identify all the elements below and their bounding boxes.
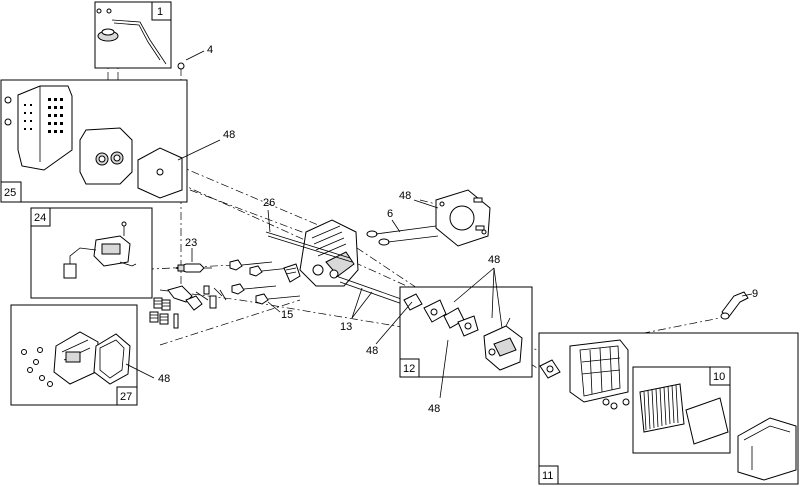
callout-23: 23 bbox=[185, 237, 197, 249]
breather-tube bbox=[111, 19, 167, 65]
breather-cap-icon bbox=[97, 28, 119, 42]
box-11-label: 11 bbox=[542, 470, 553, 482]
muffler-body-icon bbox=[79, 127, 133, 185]
callout-9: 9 bbox=[752, 288, 758, 300]
callout-13: 13 bbox=[340, 321, 352, 333]
callout-6: 6 bbox=[387, 208, 393, 220]
box-25-muffler: 25 bbox=[0, 79, 235, 203]
valve-train-parts bbox=[149, 285, 227, 329]
screw-icon bbox=[4, 96, 12, 126]
box-24-ignition-coil: 24 bbox=[30, 207, 153, 299]
box-11-air-cleaner: 11 10 bbox=[538, 332, 799, 485]
callout-48-carb: 48 bbox=[488, 254, 500, 266]
callout-48-head: 48 bbox=[399, 190, 411, 202]
box-12-label: 12 bbox=[403, 363, 415, 375]
callout-48-cover: 48 bbox=[158, 373, 170, 385]
callout-4: 4 bbox=[207, 44, 213, 56]
air-cleaner-cover-icon bbox=[737, 417, 797, 481]
box-27-label: 27 bbox=[120, 391, 132, 403]
pre-cleaner-icon bbox=[685, 397, 729, 445]
carburetor-icon bbox=[483, 317, 523, 371]
valve-cover-icon bbox=[53, 331, 99, 385]
screw-icon bbox=[96, 8, 112, 14]
callout-15: 15 bbox=[281, 309, 293, 321]
callout-48-left: 48 bbox=[366, 345, 378, 357]
box-12-carburetor: 12 bbox=[399, 286, 533, 378]
box-24-label: 24 bbox=[34, 212, 46, 224]
box-10-label: 10 bbox=[713, 371, 725, 383]
ignition-coil-icon bbox=[63, 221, 137, 279]
callout-48-muffler: 48 bbox=[223, 129, 235, 141]
callout-26: 26 bbox=[263, 197, 275, 209]
box-1-label: 1 bbox=[157, 6, 163, 18]
breather-hose-icon bbox=[720, 291, 749, 320]
push-rod-icon bbox=[265, 231, 409, 307]
dowel-pin-icon bbox=[473, 197, 485, 231]
bolt-icon bbox=[229, 259, 301, 305]
bolt-icon bbox=[21, 347, 53, 387]
cylinder-head-icon bbox=[283, 219, 359, 287]
box-25-label: 25 bbox=[4, 187, 16, 199]
box-1-breather: 1 4 bbox=[94, 1, 213, 70]
muffler-heat-shield-icon bbox=[17, 85, 73, 171]
air-cleaner-gasket-icon bbox=[539, 359, 561, 379]
head-gasket-icon bbox=[435, 189, 491, 247]
air-filter-element-icon bbox=[639, 383, 685, 433]
spring-icon bbox=[149, 297, 171, 325]
callout-48-bottom: 48 bbox=[428, 403, 440, 415]
box-27-valve-cover: 27 48 bbox=[10, 304, 170, 406]
grommet-icon bbox=[177, 62, 185, 70]
air-cleaner-base-icon bbox=[569, 339, 630, 410]
spark-plug-icon bbox=[174, 263, 212, 273]
valve-icon bbox=[366, 225, 439, 246]
